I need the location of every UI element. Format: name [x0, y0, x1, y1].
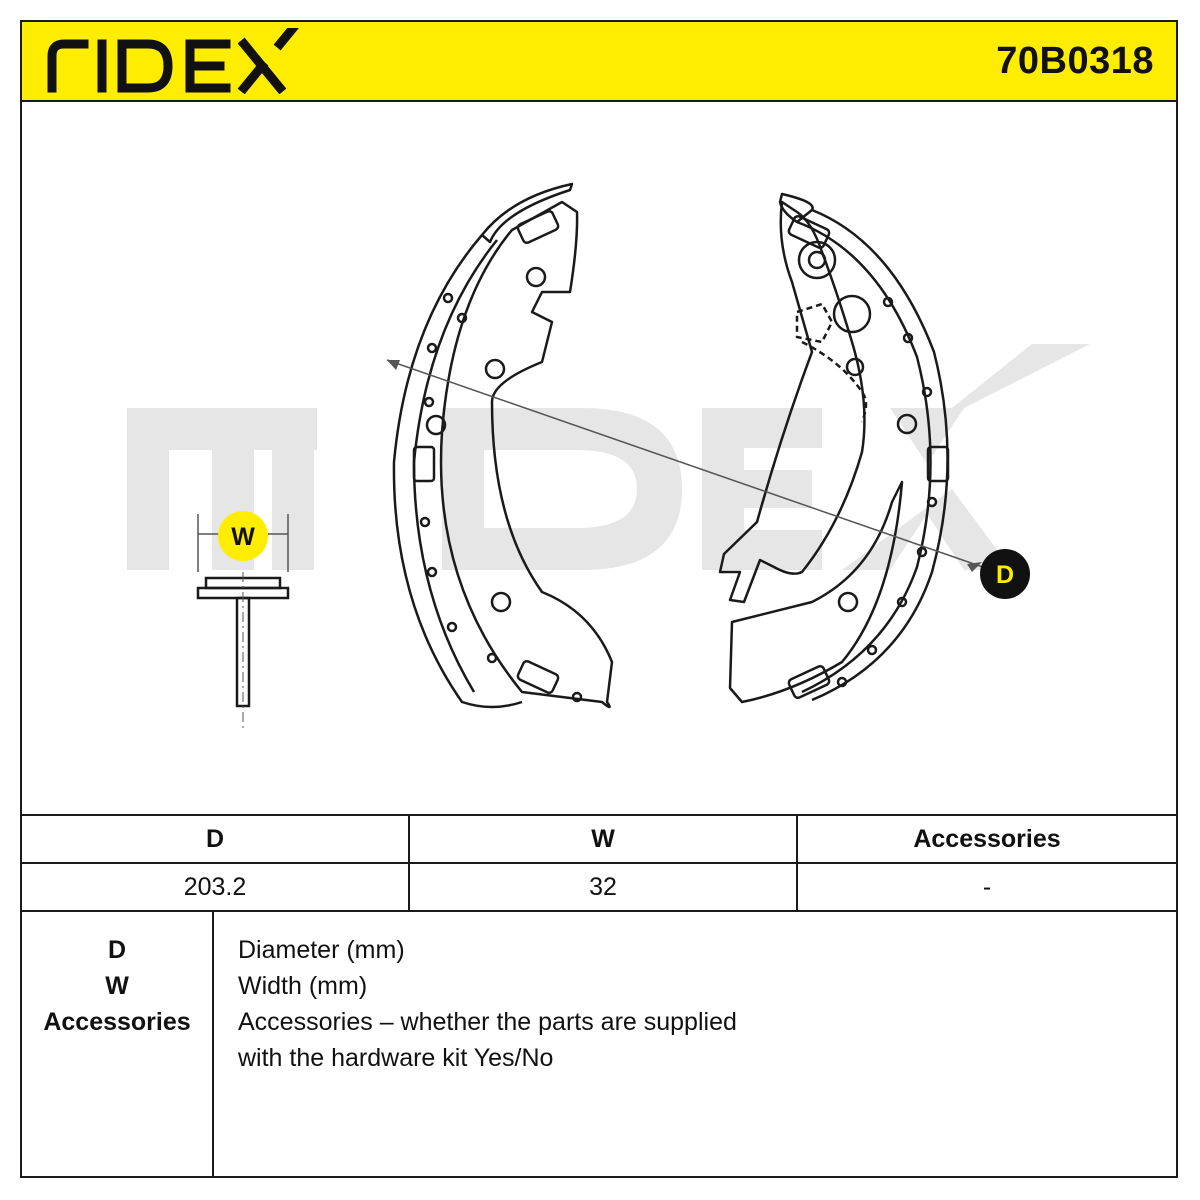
- right-brake-shoe: [718, 192, 950, 704]
- specs-header-row: D W Accessories: [22, 814, 1176, 863]
- legend-key-w: W: [105, 972, 129, 1000]
- legend-keys: D W Accessories: [22, 912, 214, 1176]
- spec-value-accessories: -: [796, 862, 1176, 910]
- specs-value-row: 203.2 32 -: [22, 862, 1176, 910]
- spec-sheet: 70B0318: [20, 20, 1178, 1178]
- legend-description: Width (mm): [238, 972, 368, 1000]
- technical-drawing: D W: [127, 182, 1090, 728]
- legend-description: with the hardware kit Yes/No: [238, 1044, 554, 1072]
- spec-header-d: D: [22, 814, 409, 863]
- legend-key-d: D: [107, 936, 127, 964]
- header-bar: 70B0318: [22, 22, 1176, 102]
- legend-description: Diameter (mm): [238, 936, 405, 964]
- left-brake-shoe: [392, 182, 614, 709]
- spec-value-d: 203.2: [22, 862, 409, 910]
- part-number: 70B0318: [996, 40, 1154, 82]
- width-marker-label: W: [231, 523, 255, 551]
- diameter-marker-label: D: [996, 561, 1014, 589]
- diameter-marker: [980, 549, 1030, 599]
- ridex-watermark: [127, 344, 1090, 570]
- ridex-logo: [47, 28, 299, 94]
- legend-descriptions: Diameter (mm) Width (mm) Accessories – w…: [238, 932, 737, 1076]
- spec-header-accessories: Accessories: [796, 814, 1176, 863]
- legend-description: Accessories – whether the parts are supp…: [238, 1008, 737, 1036]
- width-marker: [218, 511, 268, 561]
- legend-key-accessories: Accessories: [43, 1008, 191, 1036]
- specs-table: D W Accessories 203.2 32 -: [22, 814, 1176, 910]
- legend: D W Accessories Diameter (mm) Width (mm)…: [22, 910, 1176, 1176]
- spec-value-w: 32: [408, 862, 797, 910]
- diameter-dimension: D: [386, 359, 1030, 599]
- width-dimension: W: [196, 511, 290, 728]
- spec-header-w: W: [408, 814, 797, 863]
